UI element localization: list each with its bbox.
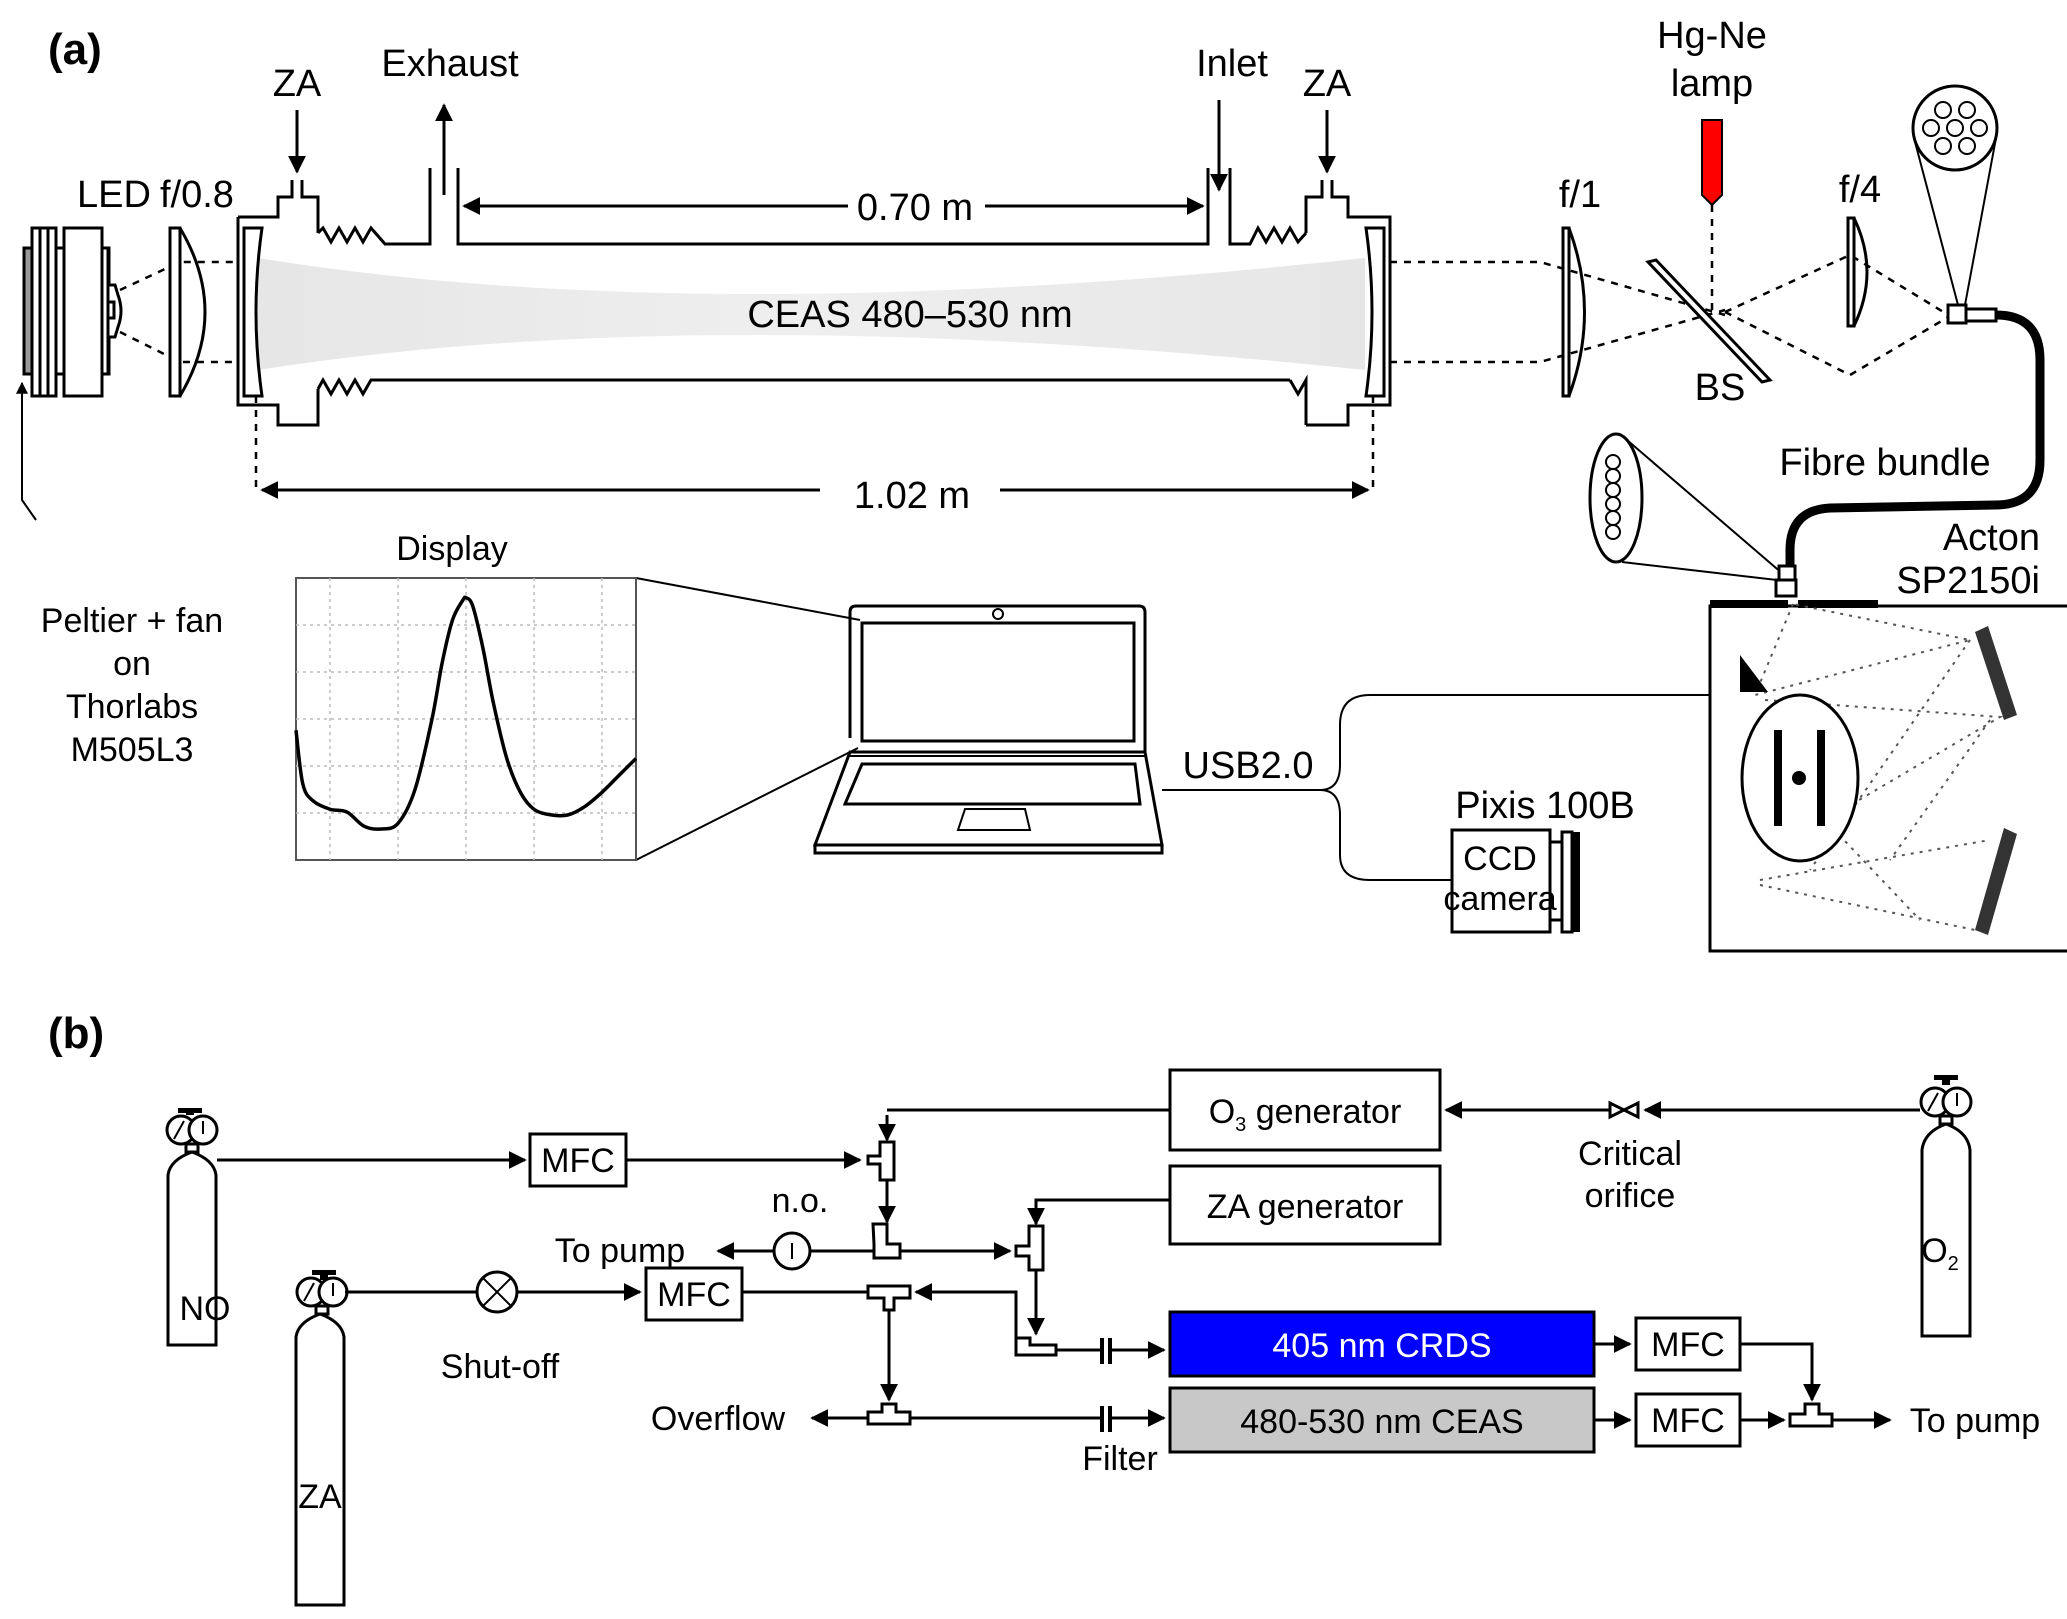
mirror-right [1364,226,1386,398]
o2-cylinder-label: O2 [1921,1232,1959,1275]
mfc-crds-label: MFC [1651,1326,1725,1364]
dimension-1-02m: 1.02 m [854,475,970,517]
ceas-instrument [1168,1386,1596,1454]
display-chart [294,577,638,861]
no-cylinder-label: NO [180,1290,231,1328]
dimension-0-70m: 0.70 m [857,187,973,229]
peltier-pointer [16,381,37,521]
led-label: LED [77,174,151,216]
lamp-label-1: Hg-Ne [1657,15,1767,57]
mfc-no-label: MFC [541,1142,615,1180]
o2-cylinder [1919,1075,1973,1338]
hg-ne-lamp [1701,119,1723,207]
mfc-crds [1634,1316,1742,1372]
led-source [22,226,123,398]
svg-text:Peltier + fan: Peltier + fan [41,602,223,640]
mfc-no [528,1132,628,1188]
lens-f1-label: f/1 [1559,174,1601,216]
panel-a-label: (a) [48,25,102,74]
ceas-label: 480-530 nm CEAS [1240,1403,1524,1441]
tee-junction [866,1140,896,1182]
peltier-label: Peltier + fan on Thorlabs M505L3 [41,602,223,769]
filter-ceas [1100,1406,1112,1432]
filter-label: Filter [1082,1440,1158,1478]
za-cylinder [294,1270,349,1607]
mfc-ceas-label: MFC [1651,1402,1725,1440]
critical-orifice-label-2: orifice [1585,1177,1676,1215]
svg-text:on: on [113,645,151,683]
chart-series-line [294,595,638,831]
no-cylinder [165,1108,219,1347]
za-generator [1168,1164,1442,1246]
crds-label: 405 nm CRDS [1272,1327,1491,1365]
critical-orifice-label-1: Critical [1578,1135,1682,1173]
ccd-camera [1450,828,1580,934]
za-left-label: ZA [273,63,322,105]
to-pump-left-label: To pump [555,1232,685,1270]
za-generator-label: ZA generator [1207,1188,1404,1226]
fibre-bundle-output [1588,432,1798,598]
o3-generator [1168,1068,1442,1152]
camera-model-label: Pixis 100B [1455,785,1635,827]
mfc-ceas [1634,1392,1742,1448]
za-right-label: ZA [1303,63,1352,105]
lens-f0-8 [168,226,207,398]
mfc-za-label: MFC [657,1276,731,1314]
fibre-bundle-label: Fibre bundle [1779,442,1990,484]
overflow-label: Overflow [651,1400,786,1438]
usb-cable-camera [1319,789,1452,881]
filter-crds [1100,1338,1112,1364]
mirror-left [242,226,264,398]
fibre-bundle-input [1911,84,1999,325]
ccd-label-2: camera [1443,880,1556,918]
inlet-label: Inlet [1196,43,1268,85]
beam-label: CEAS 480–530 nm [747,294,1072,336]
critical-orifice [1608,1100,1640,1120]
spectrometer [1708,600,2067,953]
svg-text:Thorlabs: Thorlabs [66,688,198,726]
lens-f4 [1846,216,1869,328]
spectrometer-label-1: Acton [1943,517,2040,559]
mfc-za [644,1266,744,1322]
panel-b-label: (b) [48,1009,104,1058]
fibre-bundle-cable [1785,310,2045,570]
beam-splitter [1645,258,1773,384]
za-cylinder-label: ZA [298,1478,342,1516]
optical-cavity [236,168,1392,427]
display-title: Display [396,530,507,568]
tee-junction-exhaust [1788,1402,1834,1428]
ccd-label-1: CCD [1463,840,1537,878]
lens-f0-8-label: f/0.8 [160,174,234,216]
exhaust-label: Exhaust [381,43,519,85]
spectrometer-label-2: SP2150i [1896,560,2040,602]
cavity-beam [258,258,1365,370]
usb-cable-spectrometer [1162,694,1710,791]
bs-label: BS [1695,367,1746,409]
svg-text:M505L3: M505L3 [71,731,194,769]
lamp-label-2: lamp [1671,63,1753,105]
usb-label: USB2.0 [1183,745,1314,787]
shutoff-label: Shut-off [441,1348,560,1386]
lens-f1 [1561,226,1586,398]
normally-open-label: n.o. [772,1182,829,1220]
o3-generator-label: O3 generator [1209,1093,1402,1136]
laptop [812,604,1164,855]
to-pump-right-label: To pump [1910,1402,2040,1440]
lens-f4-label: f/4 [1839,169,1881,211]
